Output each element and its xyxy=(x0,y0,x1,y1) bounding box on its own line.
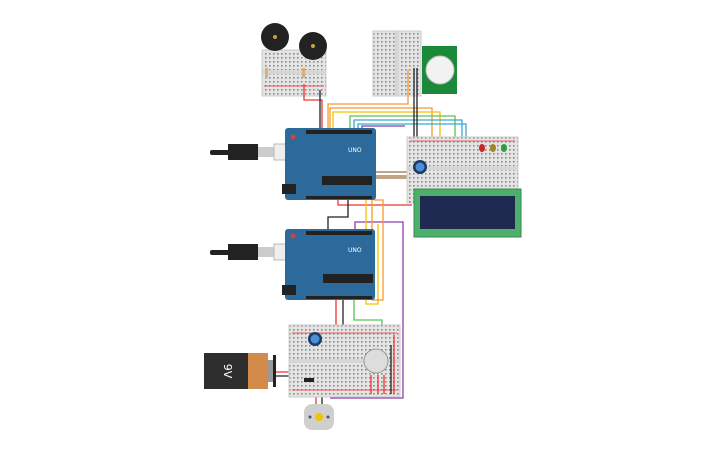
dc-motor[interactable] xyxy=(304,404,334,430)
wire-black[interactable] xyxy=(413,68,418,150)
wire-yellow[interactable] xyxy=(332,111,441,150)
led-yellow[interactable] xyxy=(490,144,496,152)
buzzer-2[interactable] xyxy=(299,32,327,60)
wire-black[interactable] xyxy=(327,198,349,229)
wire-red[interactable] xyxy=(337,198,412,206)
arduino-uno-2[interactable]: UNO xyxy=(282,229,375,300)
usb-cable-2[interactable] xyxy=(210,243,297,261)
potentiometer-lcd-contrast[interactable] xyxy=(413,160,427,174)
breadboard-top-middle[interactable] xyxy=(372,30,422,97)
usb-cable-1[interactable] xyxy=(210,143,297,161)
board-label: UNO xyxy=(348,247,362,254)
lcd-display[interactable] xyxy=(413,188,522,238)
buzzer-1[interactable] xyxy=(261,23,289,51)
push-button[interactable] xyxy=(363,348,389,374)
resistor[interactable] xyxy=(302,68,305,78)
potentiometer-motor[interactable] xyxy=(308,332,322,346)
board-label: UNO xyxy=(348,147,362,154)
resistor[interactable] xyxy=(265,68,268,78)
button-leads xyxy=(370,335,395,394)
arduino-uno-1[interactable]: UNO xyxy=(282,128,376,200)
led-green[interactable] xyxy=(501,144,507,152)
battery-9v[interactable]: 9V xyxy=(204,353,276,389)
transistor[interactable] xyxy=(304,378,314,382)
led-red[interactable] xyxy=(479,144,485,152)
battery-label: 9V xyxy=(221,364,234,379)
wire-red[interactable] xyxy=(303,84,323,135)
pir-motion-sensor[interactable] xyxy=(422,46,457,94)
